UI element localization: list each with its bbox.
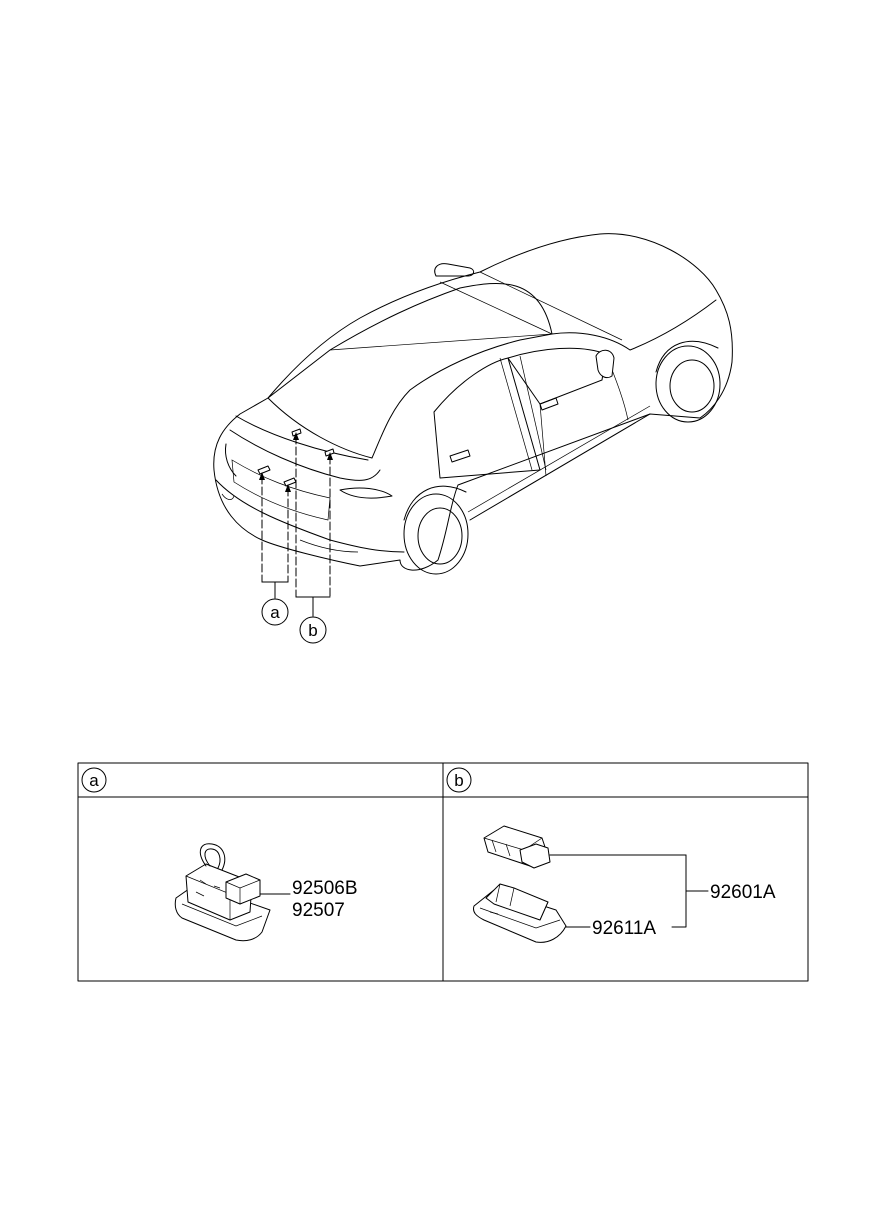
leader-lines [259,432,333,617]
panel-a-header: a [81,767,107,793]
license-lamp-mark-right [283,477,297,487]
panel-b-header-label: b [454,771,463,790]
car-illustration [213,233,733,575]
license-lamp-mark-left [257,465,271,475]
callout-b-label: b [308,621,317,640]
part-number-92601A: 92601A [710,882,776,903]
panel-a-header-label: a [89,771,99,790]
callout-b[interactable]: b [299,616,327,644]
panel-b-header: b [446,767,472,793]
trunk-lamp-mark-left [291,428,302,437]
trunk-lamp-mark-right [324,448,335,457]
trunk-lamp-housing-drawing[interactable] [473,883,591,943]
callout-a[interactable]: a [261,598,289,626]
part-number-92611A: 92611A [592,918,656,939]
callout-a-label: a [270,603,280,622]
part-number-92506B: 92506B [292,878,358,899]
part-bracket [671,854,687,928]
trunk-lamp-bulb-drawing[interactable] [483,825,687,869]
detail-table [77,762,809,982]
license-lamp-drawing[interactable] [174,843,291,942]
part-number-92507: 92507 [292,900,345,921]
